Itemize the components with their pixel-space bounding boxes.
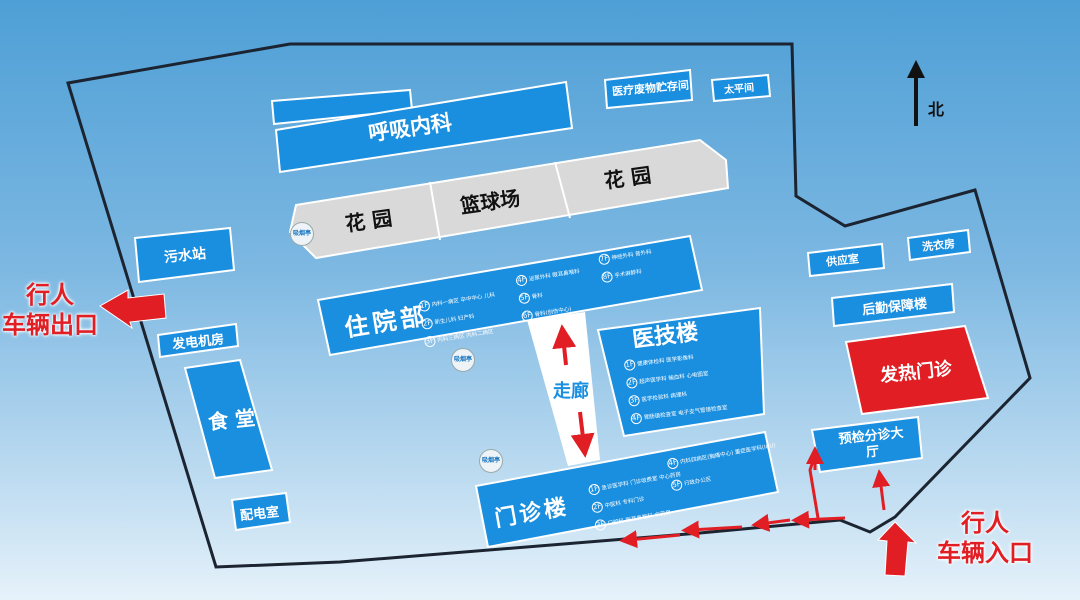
campus-boundary: [66, 42, 1032, 569]
route-arrows: [619, 446, 891, 549]
label-substation: 配电室: [239, 504, 280, 524]
building-substation[interactable]: [230, 491, 292, 532]
label-mortuary: 太平间: [723, 82, 755, 97]
building-supply[interactable]: [806, 242, 886, 278]
smoking-pavilion-3[interactable]: 吸烟亭: [479, 449, 503, 473]
building-fever-clinic[interactable]: [844, 324, 990, 416]
corridor-arrow-up: [552, 324, 577, 366]
building-medtech[interactable]: [596, 306, 766, 438]
building-medical-waste[interactable]: [603, 68, 694, 110]
entry-label: 行人 车辆入口: [925, 508, 1045, 568]
entry-label-line2: 车辆入口: [937, 539, 1033, 567]
entry-arrow: [876, 521, 918, 577]
building-outpatient[interactable]: [474, 430, 780, 549]
entry-label-line1: 行人: [961, 509, 1009, 537]
label-corridor: 走廊: [553, 381, 589, 402]
building-generator[interactable]: [156, 322, 240, 359]
exit-label-line1: 行人: [26, 281, 74, 309]
exit-arrow: [99, 289, 167, 330]
building-laundry[interactable]: [906, 228, 972, 262]
building-respiratory[interactable]: [270, 80, 574, 174]
exit-label: 行人 车辆出口: [0, 280, 100, 340]
north-arrow-icon: [907, 60, 925, 126]
label-laundry: 洗衣房: [921, 237, 956, 254]
label-supply: 供应室: [825, 252, 860, 269]
building-sewage[interactable]: [133, 226, 236, 284]
exit-label-line2: 车辆出口: [2, 311, 98, 339]
label-canteen: 食 堂: [207, 405, 257, 435]
building-logistics[interactable]: [830, 282, 956, 328]
building-inpatient[interactable]: [316, 234, 704, 357]
corridor-arrow-down: [570, 411, 595, 458]
building-canteen[interactable]: [183, 358, 274, 480]
north-label: 北: [928, 100, 945, 119]
smoking-pavilion-2[interactable]: 吸烟亭: [451, 348, 475, 372]
building-mortuary[interactable]: [710, 73, 772, 103]
smoking-pavilion-1[interactable]: 吸烟亭: [290, 222, 314, 246]
